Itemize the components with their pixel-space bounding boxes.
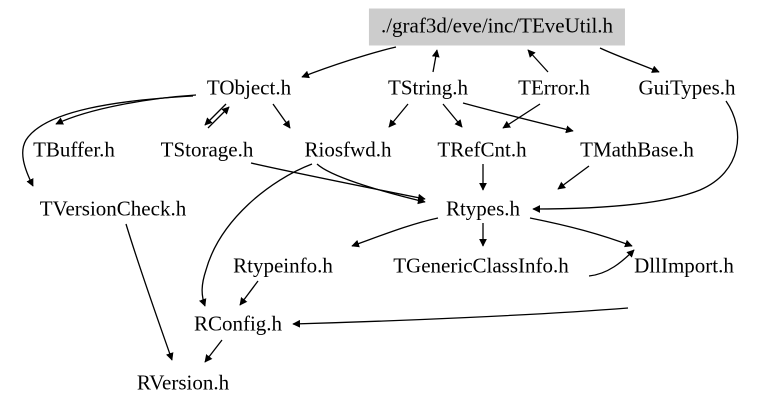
- node-tobject[interactable]: TObject.h: [206, 75, 292, 100]
- node-tmathbase[interactable]: TMathBase.h: [580, 137, 694, 162]
- node-rversion[interactable]: RVersion.h: [136, 370, 230, 395]
- edge-rconfig-rversion: [204, 339, 223, 363]
- edge-tmathbase-rtypes: [557, 165, 590, 190]
- edge-tstorage-rtypes: [250, 162, 426, 202]
- edge-guitypes-rtypes: [532, 100, 739, 213]
- node-tversioncheck[interactable]: TVersionCheck.h: [39, 196, 187, 221]
- edge-rtypes-dllimport: [529, 217, 633, 248]
- edge-root-guitypes: [599, 47, 660, 73]
- node-rconfig[interactable]: RConfig.h: [193, 311, 283, 336]
- edge-terror-root: [527, 49, 549, 73]
- edge-rtypes-rtypeinfo: [351, 217, 439, 248]
- node-tstorage[interactable]: TStorage.h: [160, 137, 254, 162]
- node-trefcnt[interactable]: TRefCnt.h: [437, 137, 527, 162]
- edge-tstring-trefcnt: [442, 103, 463, 128]
- edge-root-tobject: [301, 46, 397, 79]
- edge-tgeneric-dllimport: [588, 249, 635, 277]
- node-root[interactable]: ./graf3d/eve/inc/TEveUtil.h: [368, 8, 626, 46]
- node-riosfwd[interactable]: Riosfwd.h: [304, 137, 392, 162]
- node-tgenericclassinfo[interactable]: TGenericClassInfo.h: [393, 253, 569, 278]
- node-terror[interactable]: TError.h: [518, 75, 590, 100]
- edge-tobject-riosfwd: [272, 103, 291, 129]
- edge-tstring-riosfwd: [388, 103, 409, 128]
- node-guitypes[interactable]: GuiTypes.h: [638, 75, 736, 100]
- edge-tversioncheck-rversion: [125, 223, 174, 361]
- edge-tobject-tversioncheck: [22, 95, 194, 187]
- edge-tstring-root: [431, 49, 440, 73]
- edge-riosfwd-rconfig: [198, 163, 313, 307]
- edge-riosfwd-rtypes: [316, 163, 426, 205]
- edge-tstorage-tobject: [207, 106, 230, 129]
- edge-tobject-tstorage: [204, 103, 227, 126]
- node-tstring[interactable]: TString.h: [388, 75, 468, 100]
- edge-terror-trefcnt: [502, 103, 541, 129]
- edge-tobject-tbuffer: [55, 94, 197, 125]
- edge-rtypeinfo-rconfig: [239, 280, 259, 306]
- node-rtypeinfo[interactable]: Rtypeinfo.h: [233, 253, 333, 278]
- node-rtypes[interactable]: Rtypes.h: [445, 196, 521, 221]
- edge-tstring-tmathbase: [462, 102, 574, 134]
- edge-dllimport-rconfig: [292, 307, 629, 328]
- node-dllimport[interactable]: DllImport.h: [634, 253, 734, 278]
- node-tbuffer[interactable]: TBuffer.h: [33, 137, 115, 162]
